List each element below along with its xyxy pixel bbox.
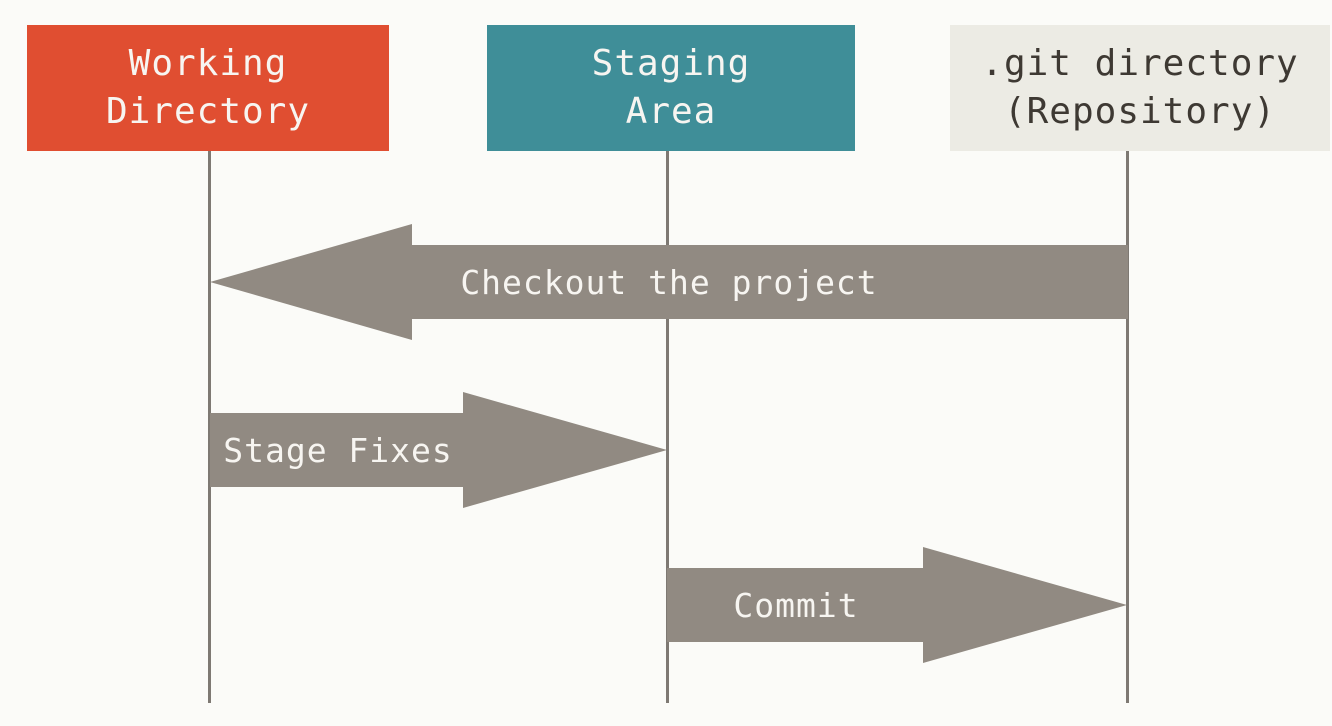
working-directory-box: Working Directory (27, 25, 389, 151)
staging-area-box: Staging Area (487, 25, 855, 151)
commit-arrow-body (667, 568, 925, 642)
commit-arrow-label: Commit (733, 585, 859, 625)
stage-fixes-arrowhead-right-icon (463, 392, 667, 508)
commit-arrowhead-right-icon (923, 547, 1127, 663)
working-directory-label-line1: Working (128, 43, 288, 85)
git-directory-label-line1: .git directory (981, 43, 1299, 85)
git-directory-lifeline (1126, 151, 1129, 703)
commit-arrow: Commit (667, 547, 1127, 663)
git-directory-label-line2: (Repository) (1003, 91, 1277, 132)
checkout-arrow: Checkout the project (210, 224, 1128, 340)
staging-area-label-line2: Area (625, 91, 717, 132)
stage-fixes-arrow-body (210, 413, 466, 487)
checkout-arrowhead-left-icon (210, 224, 412, 340)
checkout-arrow-label: Checkout the project (460, 262, 878, 302)
stage-fixes-arrow: Stage Fixes (210, 392, 667, 508)
staging-area-label-line1: Staging (591, 43, 751, 85)
stage-fixes-arrow-label: Stage Fixes (223, 430, 453, 470)
staging-area-lifeline (666, 151, 669, 703)
checkout-arrow-body (410, 245, 1128, 319)
working-directory-label-line2: Directory (105, 91, 311, 132)
git-directory-box: .git directory (Repository) (950, 25, 1330, 151)
working-directory-lifeline (208, 151, 211, 703)
